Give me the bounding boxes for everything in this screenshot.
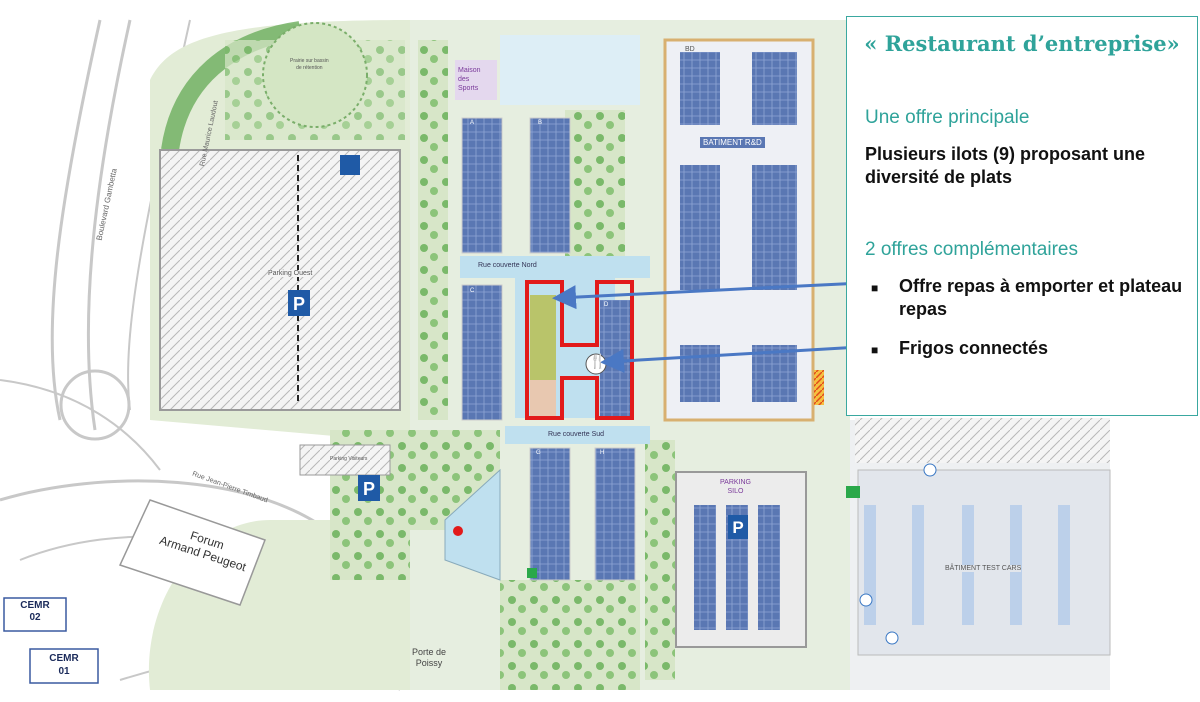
section1-title: Une offre principale	[865, 107, 1030, 128]
info-panel: « Restaurant d’entreprise» Une offre pri…	[846, 16, 1198, 416]
label-rue-couverte-nord: Rue couverte Nord	[478, 262, 537, 269]
svg-text:P: P	[293, 294, 305, 314]
parking-icon	[728, 515, 748, 539]
label-bat-c: C	[470, 288, 475, 294]
label-bat-a: A	[470, 120, 475, 126]
bullet-icon: ■	[871, 343, 879, 357]
arrow-icon	[600, 345, 861, 373]
label-cemr-01: CEMR 01	[49, 653, 79, 677]
svg-text:P: P	[732, 518, 743, 537]
forum-armand-peugeot	[118, 499, 266, 606]
label-bat-d: D	[604, 302, 609, 308]
cemr-01-box	[29, 648, 99, 684]
label-prairie: Prairie sur bassin de rétention	[290, 58, 329, 71]
label-bat-g: G	[536, 450, 541, 456]
section1-text: Plusieurs ilots (9) proposant une divers…	[865, 144, 1146, 187]
label-parking-ouest: Parking Ouest	[268, 270, 313, 277]
bullet-1: Offre repas à emporter et plateau repas	[899, 276, 1183, 319]
restaurant-highlight	[525, 280, 634, 420]
label-maison-des-sports: Maison des Sports	[458, 67, 481, 92]
parking-icon	[288, 290, 310, 316]
panel-title: « Restaurant d’entreprise»	[864, 31, 1180, 56]
label-rue-couverte-sud: Rue couverte Sud	[548, 431, 605, 438]
label-parking-silo: PARKING SILO	[720, 479, 751, 495]
section2-title: 2 offres complémentaires	[865, 239, 1078, 260]
cemr-02-box	[3, 597, 67, 632]
label-batiment-rd: BATIMENT R&D	[700, 137, 765, 148]
cutlery-icon: 🍴	[589, 353, 607, 369]
label-parking-visiteurs: Parking Visiteurs	[330, 456, 368, 462]
label-cemr-02: CEMR 02	[20, 600, 50, 623]
arrow-icon	[552, 281, 863, 310]
label-porte-de-poissy: Porte de Poissy	[412, 647, 447, 668]
bullet-icon: ■	[871, 281, 879, 295]
svg-text:P: P	[363, 479, 375, 499]
parking-icon	[358, 475, 380, 501]
first-aid-icon	[527, 568, 537, 578]
bullet-2: Frigos connectés	[899, 338, 1049, 358]
exit-icon	[846, 486, 860, 498]
label-bd: BD	[685, 46, 695, 53]
label-bat-h: H	[600, 450, 605, 456]
batiment-test-cars	[857, 469, 1111, 656]
label-bat-b: B	[538, 120, 543, 126]
parking-ouest	[159, 149, 401, 411]
label-batiment-test-cars: BÂTIMENT TEST CARS	[945, 565, 1022, 572]
